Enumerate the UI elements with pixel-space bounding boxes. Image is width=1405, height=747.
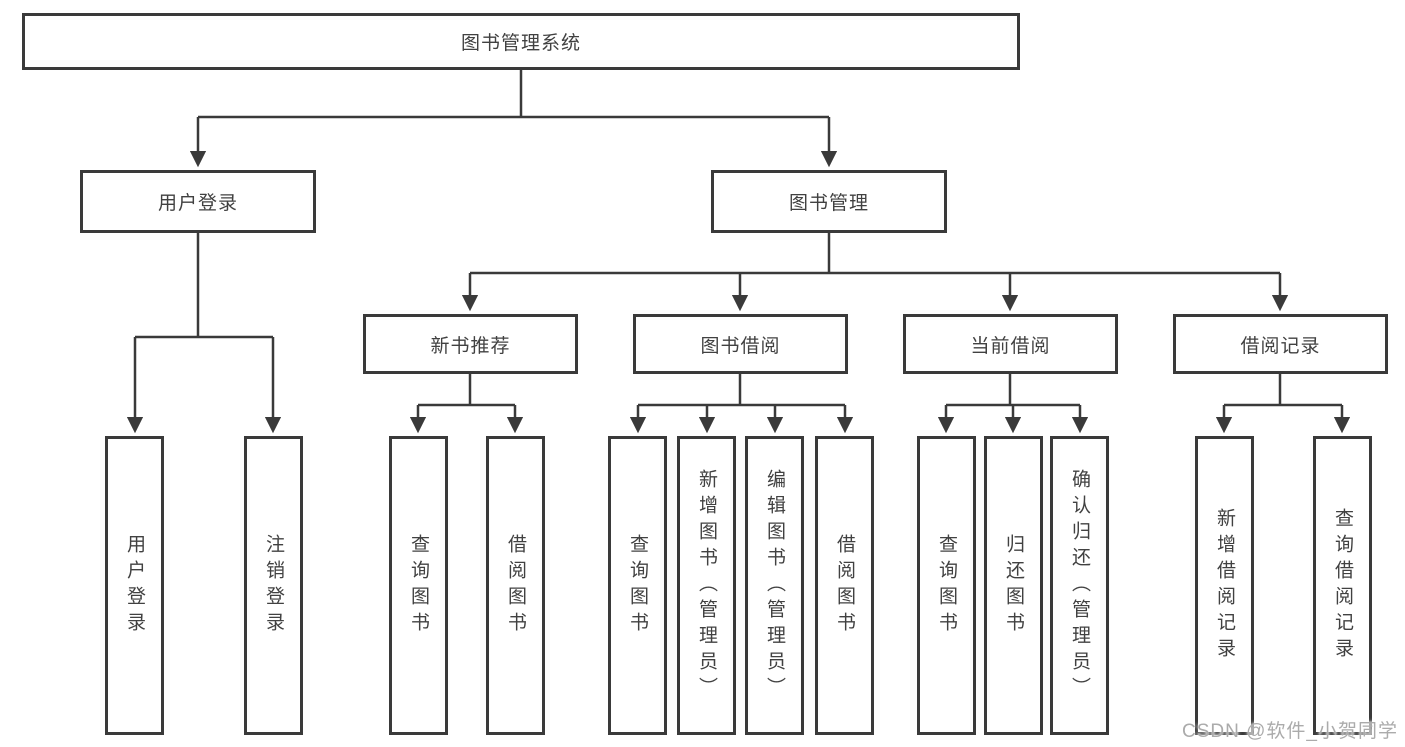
leaf-borrowing-borrow-books-label: 借阅图书 bbox=[834, 533, 855, 638]
leaf-borrowing-query-books: 查询图书 bbox=[608, 436, 667, 735]
leaf-newbook-query-books-label: 查询图书 bbox=[408, 533, 429, 638]
leaf-user-login-label: 用户登录 bbox=[124, 533, 145, 638]
leaf-user-login: 用户登录 bbox=[105, 436, 164, 735]
leaf-current-confirm-return-admin-label: 确认归还（管理员） bbox=[1069, 468, 1090, 703]
node-book-borrowing: 图书借阅 bbox=[633, 314, 848, 374]
leaf-records-add-record-label: 新增借阅记录 bbox=[1214, 507, 1235, 664]
node-borrowing-records: 借阅记录 bbox=[1173, 314, 1388, 374]
connector-borrowing-records-fork bbox=[1224, 374, 1342, 407]
connector-user-login-fork bbox=[135, 233, 273, 339]
leaf-records-add-record: 新增借阅记录 bbox=[1195, 436, 1254, 735]
node-root-label: 图书管理系统 bbox=[460, 33, 581, 54]
leaf-logout: 注销登录 bbox=[244, 436, 303, 735]
connector-book-management-fork bbox=[470, 233, 1280, 275]
watermark-text: CSDN @软件_小贺同学 bbox=[1182, 721, 1398, 742]
node-root: 图书管理系统 bbox=[22, 13, 1020, 70]
leaf-current-return-books-label: 归还图书 bbox=[1003, 533, 1024, 638]
leaf-borrowing-edit-books-admin: 编辑图书（管理员） bbox=[745, 436, 804, 735]
leaf-current-query-books: 查询图书 bbox=[917, 436, 976, 735]
node-user-login-label: 用户登录 bbox=[157, 193, 238, 214]
leaf-borrowing-edit-books-admin-label: 编辑图书（管理员） bbox=[764, 468, 785, 703]
leaf-borrowing-borrow-books: 借阅图书 bbox=[815, 436, 874, 735]
connector-new-book-fork bbox=[418, 374, 515, 407]
node-new-book-recommend: 新书推荐 bbox=[363, 314, 578, 374]
leaf-newbook-borrow-books-label: 借阅图书 bbox=[505, 533, 526, 638]
leaf-current-confirm-return-admin: 确认归还（管理员） bbox=[1050, 436, 1109, 735]
leaf-newbook-query-books: 查询图书 bbox=[389, 436, 448, 735]
leaf-logout-label: 注销登录 bbox=[263, 533, 284, 638]
node-user-login: 用户登录 bbox=[80, 170, 316, 233]
connector-root-to-level2 bbox=[198, 70, 829, 119]
node-current-borrowing-label: 当前借阅 bbox=[970, 335, 1051, 357]
leaf-newbook-borrow-books: 借阅图书 bbox=[486, 436, 545, 735]
node-current-borrowing: 当前借阅 bbox=[903, 314, 1118, 374]
node-borrowing-records-label: 借阅记录 bbox=[1240, 335, 1321, 357]
leaf-current-query-books-label: 查询图书 bbox=[936, 533, 957, 638]
connector-book-borrowing-fork bbox=[638, 374, 845, 407]
leaf-borrowing-query-books-label: 查询图书 bbox=[627, 533, 648, 638]
leaf-records-query-record-label: 查询借阅记录 bbox=[1332, 507, 1353, 664]
connector-current-borrowing-fork bbox=[946, 374, 1080, 407]
leaf-current-return-books: 归还图书 bbox=[984, 436, 1043, 735]
leaf-borrowing-add-books-admin-label: 新增图书（管理员） bbox=[696, 468, 717, 703]
node-book-management-label: 图书管理 bbox=[788, 193, 869, 214]
leaf-borrowing-add-books-admin: 新增图书（管理员） bbox=[677, 436, 736, 735]
node-book-borrowing-label: 图书借阅 bbox=[700, 335, 781, 357]
leaf-records-query-record: 查询借阅记录 bbox=[1313, 436, 1372, 735]
node-book-management: 图书管理 bbox=[711, 170, 947, 233]
node-new-book-recommend-label: 新书推荐 bbox=[430, 335, 511, 357]
